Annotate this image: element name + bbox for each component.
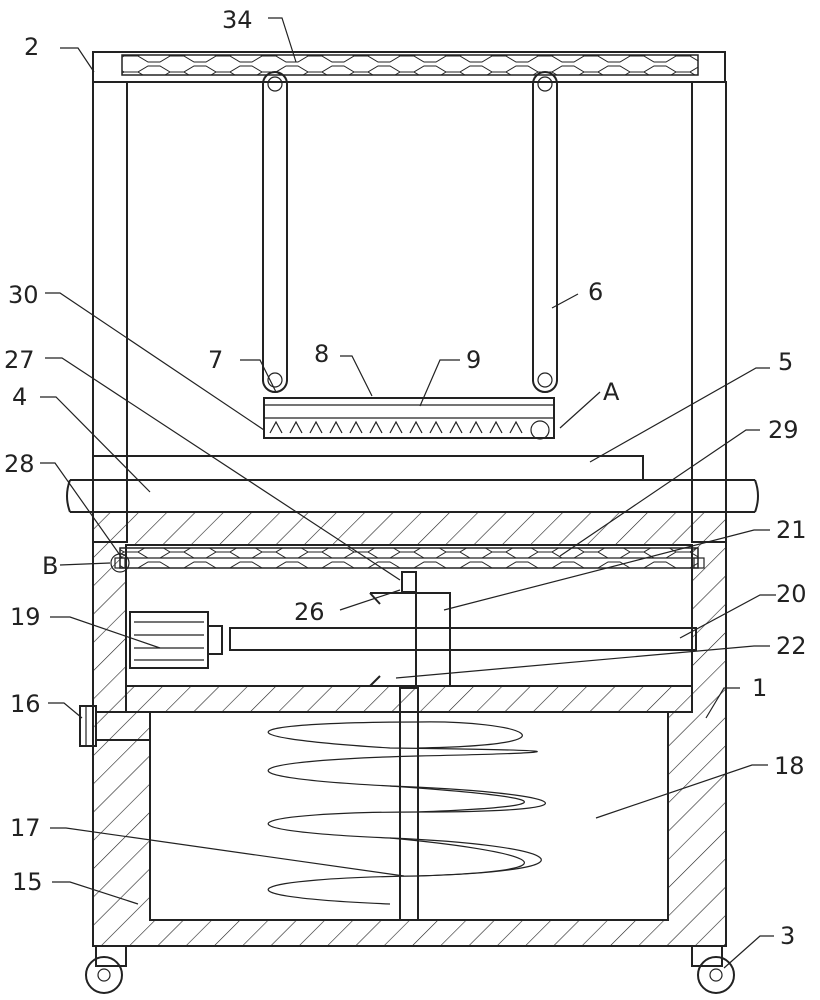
- label-8: 8: [314, 340, 329, 368]
- lower-cabinet: [92, 511, 727, 947]
- label-18: 18: [774, 752, 805, 780]
- label-26: 26: [294, 598, 325, 626]
- label-28: 28: [4, 450, 35, 478]
- label-9: 9: [466, 346, 481, 374]
- label-1: 1: [752, 674, 767, 702]
- brush-assembly: [263, 397, 555, 440]
- label-3: 3: [780, 922, 795, 950]
- label-A: A: [603, 378, 620, 406]
- labels: 2 34 6 7 8 9 A 5 30 27 4 29 28 B 21 26 2…: [4, 6, 807, 950]
- label-22: 22: [776, 632, 807, 660]
- top-filter-plate: [121, 54, 699, 76]
- label-20: 20: [776, 580, 807, 608]
- wheels: [85, 945, 735, 994]
- label-30: 30: [8, 281, 39, 309]
- label-16: 16: [10, 690, 41, 718]
- top-frame: [92, 51, 727, 543]
- conveyor: [66, 455, 759, 513]
- label-4: 4: [12, 383, 27, 411]
- leader-lines: [40, 17, 776, 969]
- label-7: 7: [208, 346, 223, 374]
- label-19: 19: [10, 603, 41, 631]
- label-2: 2: [24, 33, 39, 61]
- label-29: 29: [768, 416, 799, 444]
- label-17: 17: [10, 814, 41, 842]
- hanging-arms: [262, 71, 558, 393]
- filter-screen: [110, 547, 705, 573]
- label-B: B: [42, 552, 58, 580]
- spiral-mixer: [267, 687, 546, 921]
- label-15: 15: [12, 868, 43, 896]
- drive: [129, 571, 697, 687]
- label-5: 5: [778, 348, 793, 376]
- label-34: 34: [222, 6, 253, 34]
- label-27: 27: [4, 346, 35, 374]
- label-6: 6: [588, 278, 603, 306]
- label-21: 21: [776, 516, 807, 544]
- inlet-pipe: [79, 705, 151, 747]
